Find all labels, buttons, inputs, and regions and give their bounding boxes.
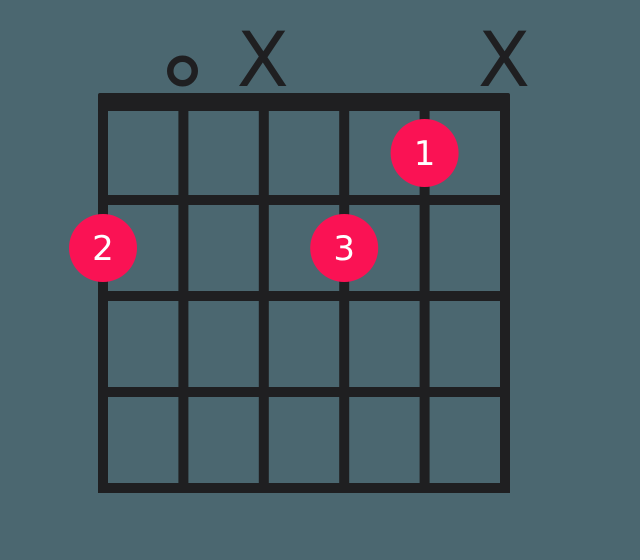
finger-dot-label-3: 3 — [333, 229, 355, 269]
finger-dot-3 — [310, 214, 379, 282]
muted-string-marker-string3: X — [237, 15, 289, 104]
finger-dot-label-2: 2 — [92, 229, 114, 269]
finger-dot-2 — [69, 214, 137, 282]
nut — [98, 93, 510, 111]
open-string-marker-string2 — [167, 55, 198, 87]
finger-dot-label-1: 1 — [414, 134, 436, 174]
muted-string-marker-string6: X — [478, 15, 530, 104]
finger-dot-1 — [390, 119, 459, 187]
